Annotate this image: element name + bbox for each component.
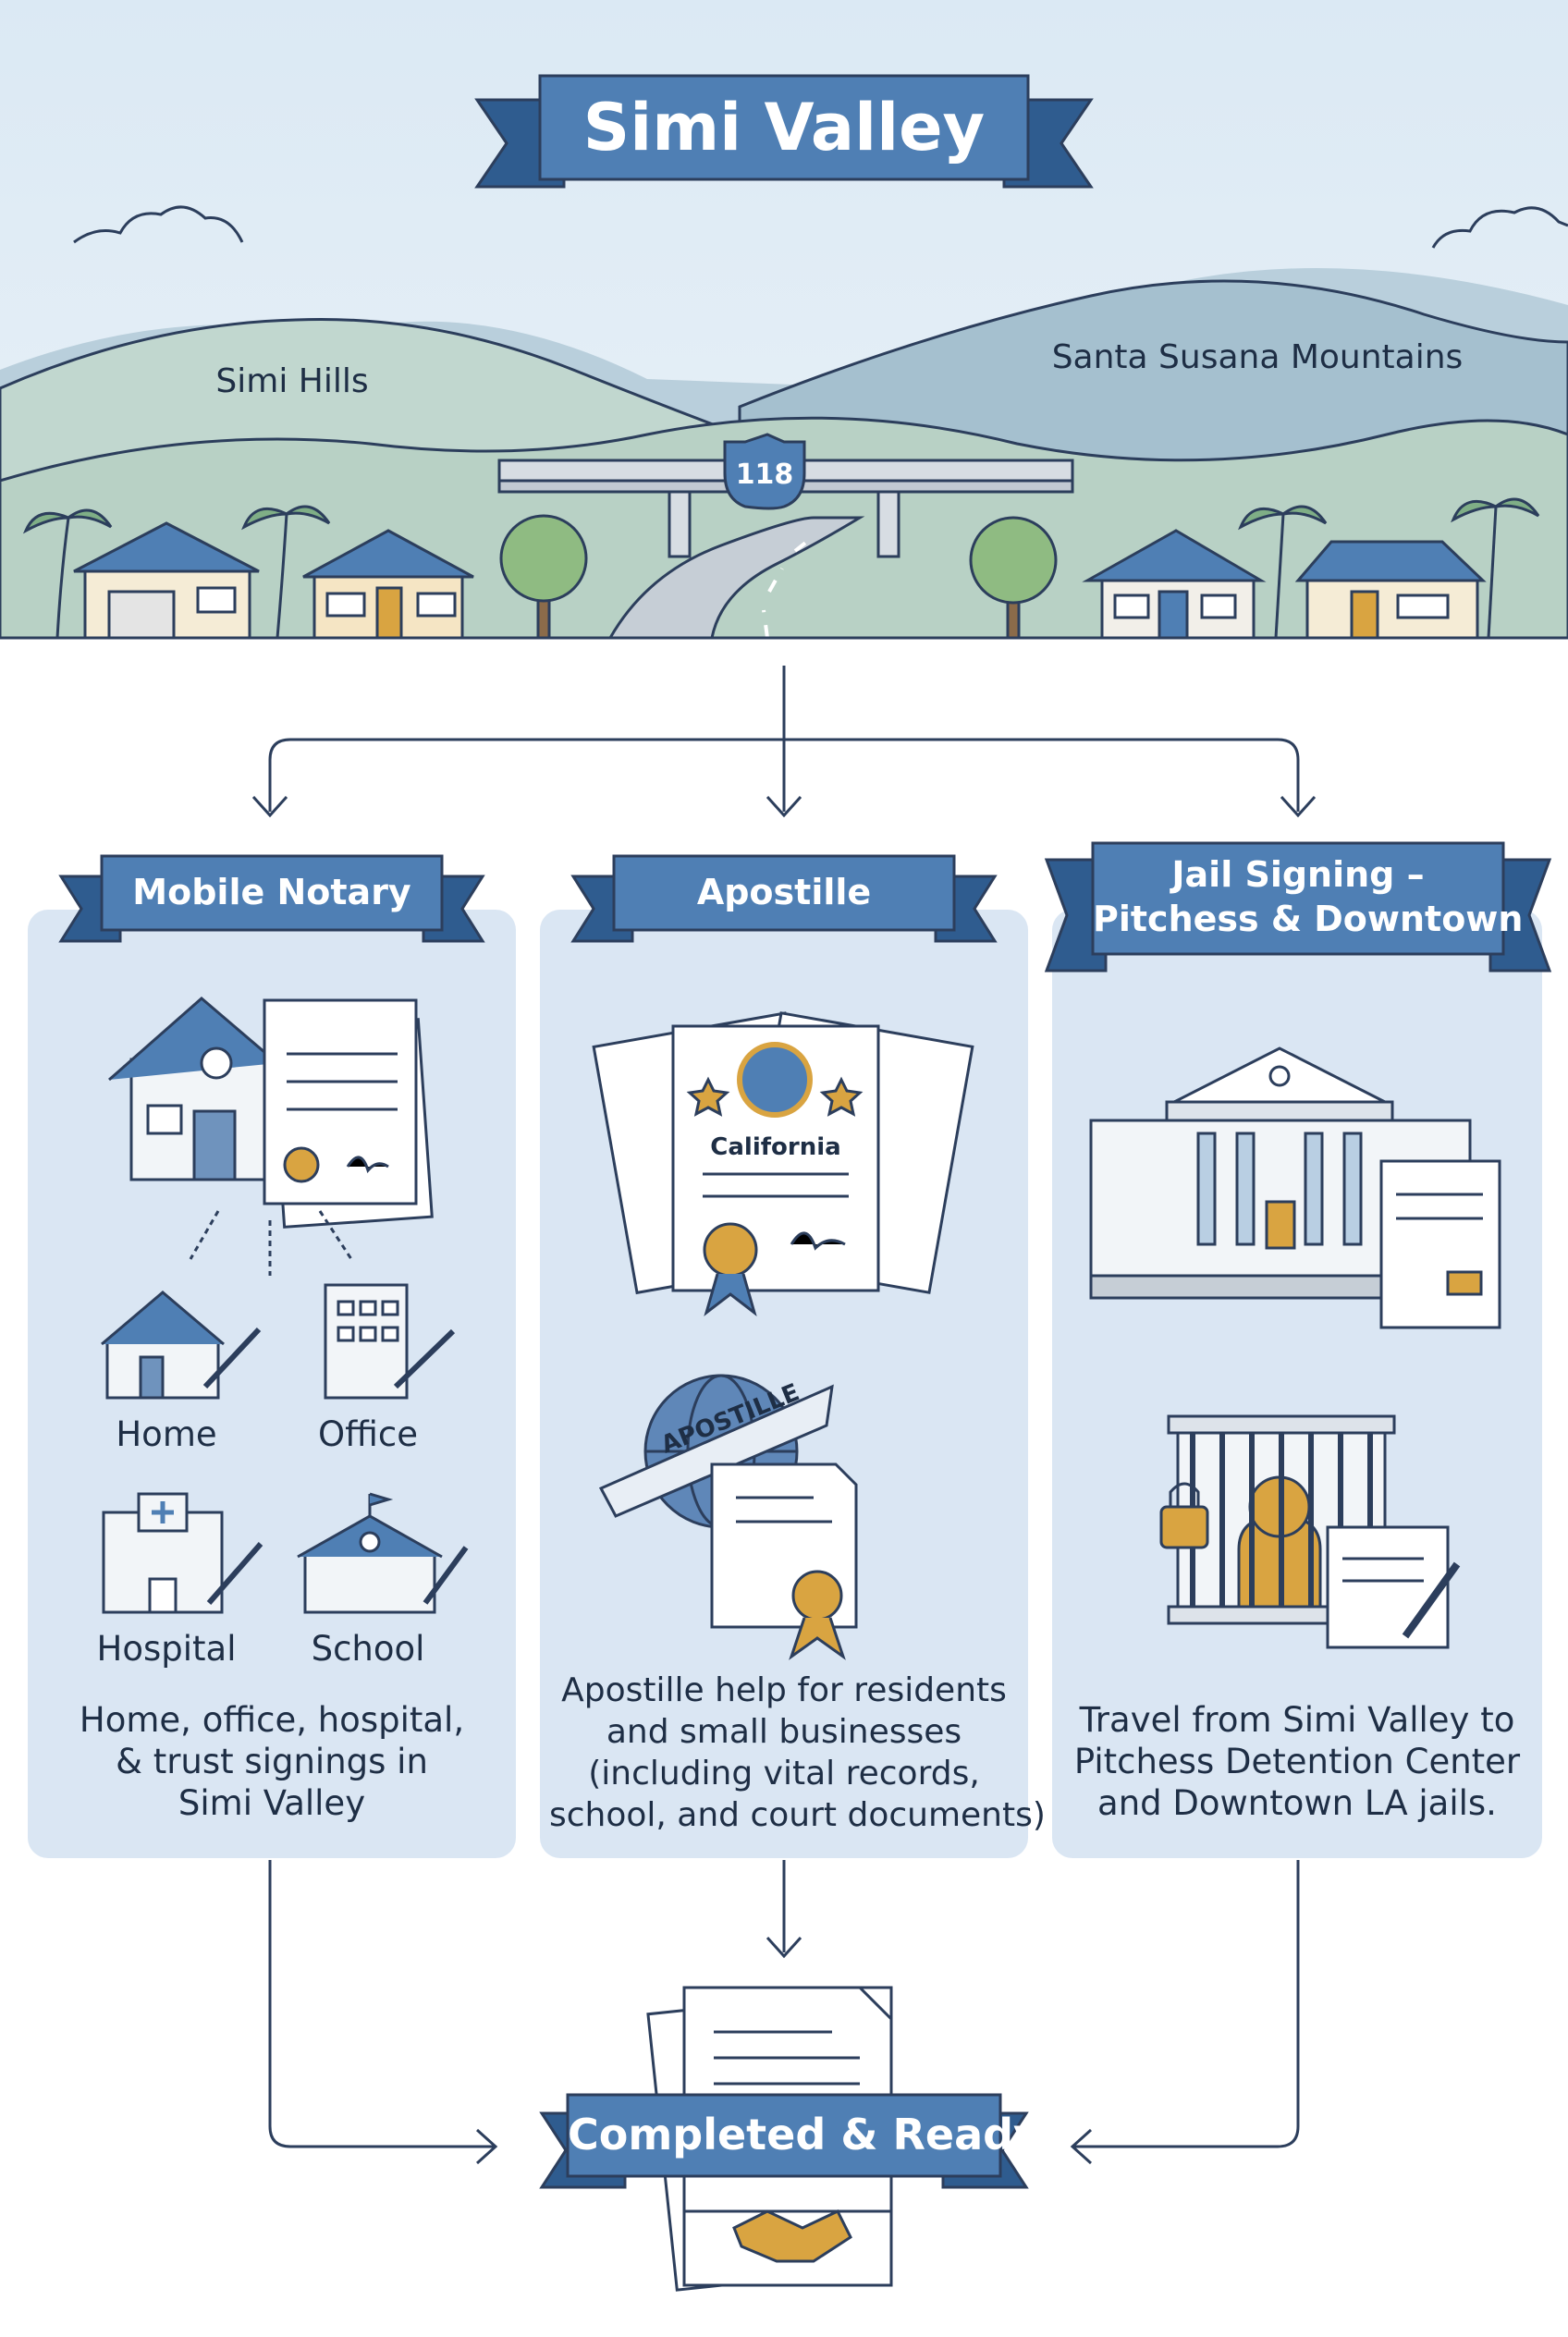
description-line: Pitchess Detention Center xyxy=(1073,1742,1521,1781)
panel-banners xyxy=(58,841,1552,973)
home-icon xyxy=(101,1291,262,1400)
school-icon xyxy=(297,1492,469,1614)
tree-icon xyxy=(499,514,1058,640)
jail-signing-illustration xyxy=(1089,1046,1501,1649)
cloud-icon-left xyxy=(73,205,244,244)
highway-118-label: 118 xyxy=(735,459,794,491)
highway-shield-icon xyxy=(723,433,806,510)
california-seal-label: California xyxy=(710,1133,841,1161)
description-line: school, and court documents) xyxy=(549,1796,1046,1834)
apostille-heading: Apostille xyxy=(696,872,872,912)
completed-ready-label: Completed & Ready xyxy=(568,2110,1042,2160)
completed-illustration xyxy=(539,1986,1029,2292)
heading-line: Pitchess & Downtown xyxy=(1093,899,1524,939)
jail-signing-description: Travel from Simi Valley to Pitchess Dete… xyxy=(1061,1699,1533,1824)
location-hospital-label: Hospital xyxy=(96,1629,237,1669)
house-icon xyxy=(1294,540,1487,640)
jail-signing-heading: Jail Signing – Pitchess & Downtown xyxy=(1093,852,1524,941)
mobile-notary-heading: Mobile Notary xyxy=(132,872,411,912)
apostille-illustration xyxy=(592,1011,974,1660)
description-line: Apostille help for residents xyxy=(561,1671,1007,1709)
cloud-icon-right xyxy=(1431,206,1568,249)
description-line: Home, office, hospital, xyxy=(79,1700,465,1740)
office-icon xyxy=(324,1283,456,1400)
house-icon xyxy=(302,529,474,640)
title-banner xyxy=(474,74,1094,189)
simi-hills-label: Simi Hills xyxy=(215,362,369,400)
description-line: and Downtown LA jails. xyxy=(1097,1783,1497,1823)
hospital-icon xyxy=(102,1492,263,1614)
palm-tree-icon xyxy=(22,497,1540,639)
description-line: & trust signings in xyxy=(116,1742,428,1781)
house-icon xyxy=(1082,529,1267,640)
location-school-label: School xyxy=(311,1629,425,1669)
handshake-icon xyxy=(732,2209,852,2263)
mobile-notary-illustration xyxy=(101,997,469,1614)
description-line: Simi Valley xyxy=(178,1783,366,1823)
description-line: Travel from Simi Valley to xyxy=(1079,1700,1515,1740)
apostille-description: Apostille help for residents and small b… xyxy=(549,1670,1046,1836)
location-office-label: Office xyxy=(317,1414,418,1454)
page-title: Simi Valley xyxy=(582,90,986,165)
mobile-notary-description: Home, office, hospital, & trust signings… xyxy=(37,1699,507,1824)
heading-line: Jail Signing – xyxy=(1171,854,1425,895)
flow-connectors xyxy=(251,666,1317,2165)
location-home-label: Home xyxy=(116,1414,217,1454)
house-icon xyxy=(73,521,260,640)
santa-susana-label: Santa Susana Mountains xyxy=(1051,338,1464,376)
description-line: and small businesses xyxy=(606,1713,962,1751)
description-line: (including vital records, xyxy=(588,1755,980,1793)
